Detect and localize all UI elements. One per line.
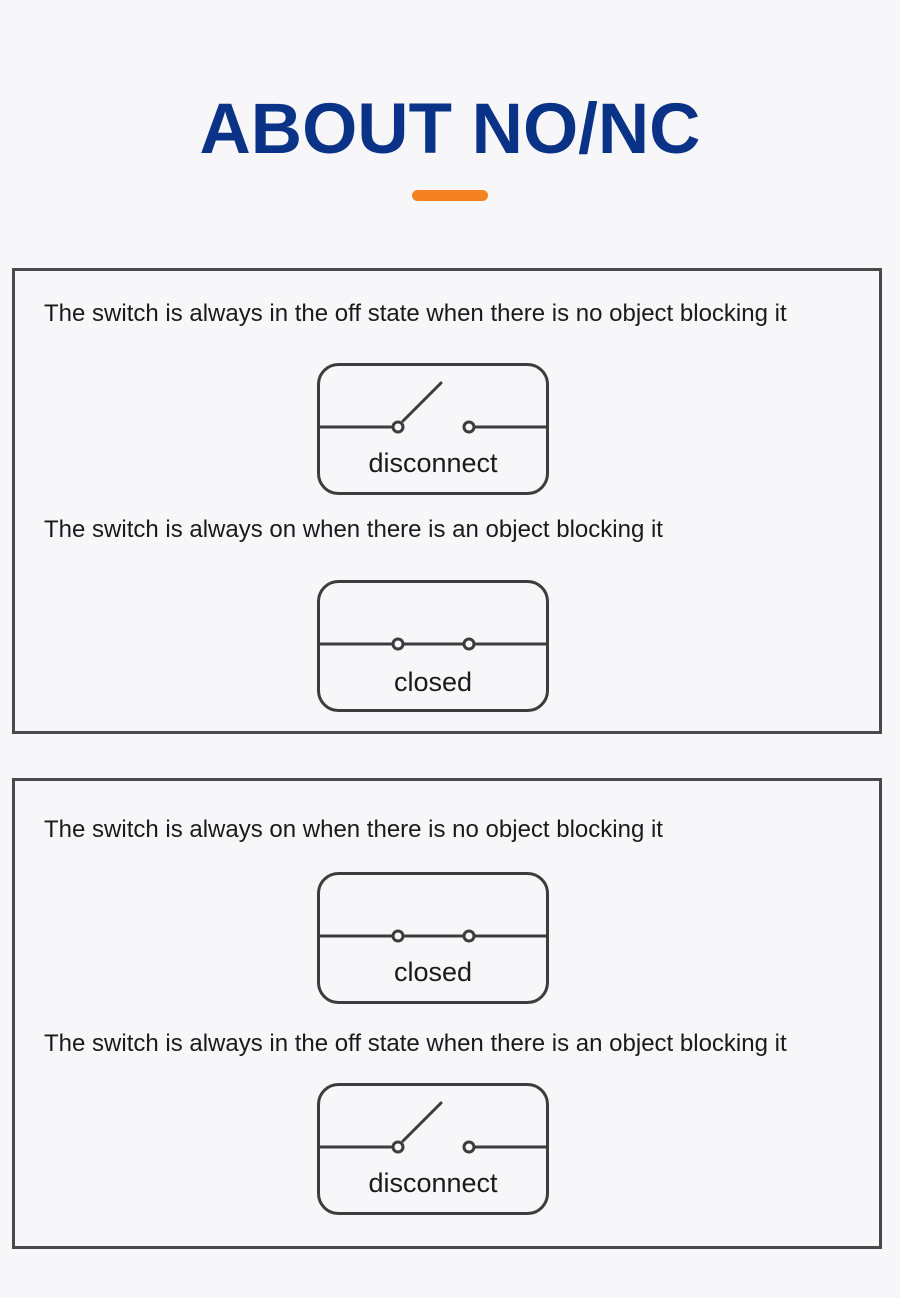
switch-terminal-left (391, 1140, 405, 1154)
switch-state-label: closed (393, 957, 473, 987)
panel-1-row-1-description: The switch is always in the off state wh… (44, 300, 787, 327)
panel-no-behavior: The switch is always in the off state wh… (12, 268, 882, 734)
switch-terminal-left (391, 637, 405, 651)
switch-diagram (317, 580, 549, 712)
switch-state-label: disconnect (368, 1168, 498, 1198)
switch-terminal-right (462, 929, 476, 943)
switch-symbol-open: disconnect (317, 1083, 549, 1215)
switch-terminal-right (462, 1140, 476, 1154)
switch-symbol-closed: closed (317, 580, 549, 712)
switch-frame (317, 872, 549, 1004)
switch-diagram (317, 363, 549, 495)
panel-nc-behavior: The switch is always on when there is no… (12, 778, 882, 1249)
page-title: ABOUT NO/NC (199, 90, 701, 169)
switch-frame (317, 580, 549, 712)
switch-frame (317, 1083, 549, 1215)
switch-state-label: closed (393, 667, 473, 697)
switch-terminal-right (462, 637, 476, 651)
switch-state-label: disconnect (368, 448, 498, 478)
switch-terminal-left (391, 420, 405, 434)
panel-1-row-2-description: The switch is always on when there is an… (44, 516, 663, 543)
switch-lever (401, 381, 443, 423)
switch-terminal-right (462, 420, 476, 434)
switch-diagram (317, 1083, 549, 1215)
switch-diagram (317, 872, 549, 1004)
switch-symbol-closed: closed (317, 872, 549, 1004)
title-accent-bar (412, 190, 488, 201)
switch-lever (401, 1101, 443, 1143)
panel-2-row-1-description: The switch is always on when there is no… (44, 816, 663, 843)
switch-symbol-open: disconnect (317, 363, 549, 495)
switch-frame (317, 363, 549, 495)
panel-2-row-2-description: The switch is always in the off state wh… (44, 1030, 787, 1057)
switch-terminal-left (391, 929, 405, 943)
